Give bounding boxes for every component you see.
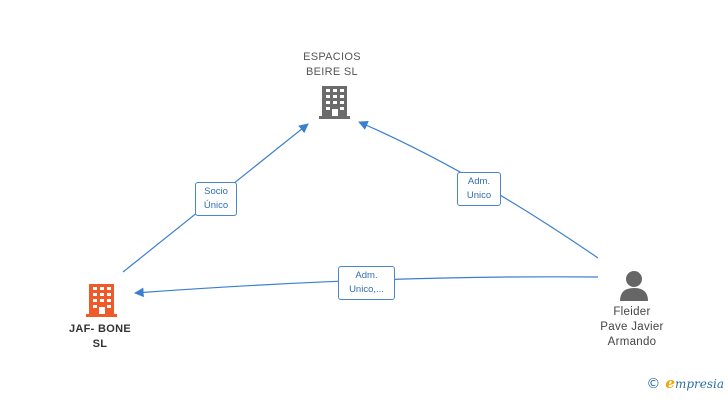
building-icon [86,284,117,317]
copyright-icon: © [646,376,661,392]
empresia-logo: ©empresia [646,374,724,392]
node-label-espacios[interactable]: ESPACIOS BEIRE SL [303,51,361,78]
node-label-fleider[interactable]: Fleider Pave Javier Armando [600,306,664,348]
person-icon [620,271,648,301]
building-icon [319,86,350,119]
edge-label-adm-unico-top: Adm. Unico [457,172,501,206]
node-label-jaf-bone[interactable]: JAF- BONE SL [69,323,131,350]
edge-label-adm-unico-bottom: Adm. Unico,... [338,266,395,300]
edge-label-socio-unico: Socio Único [195,182,237,216]
